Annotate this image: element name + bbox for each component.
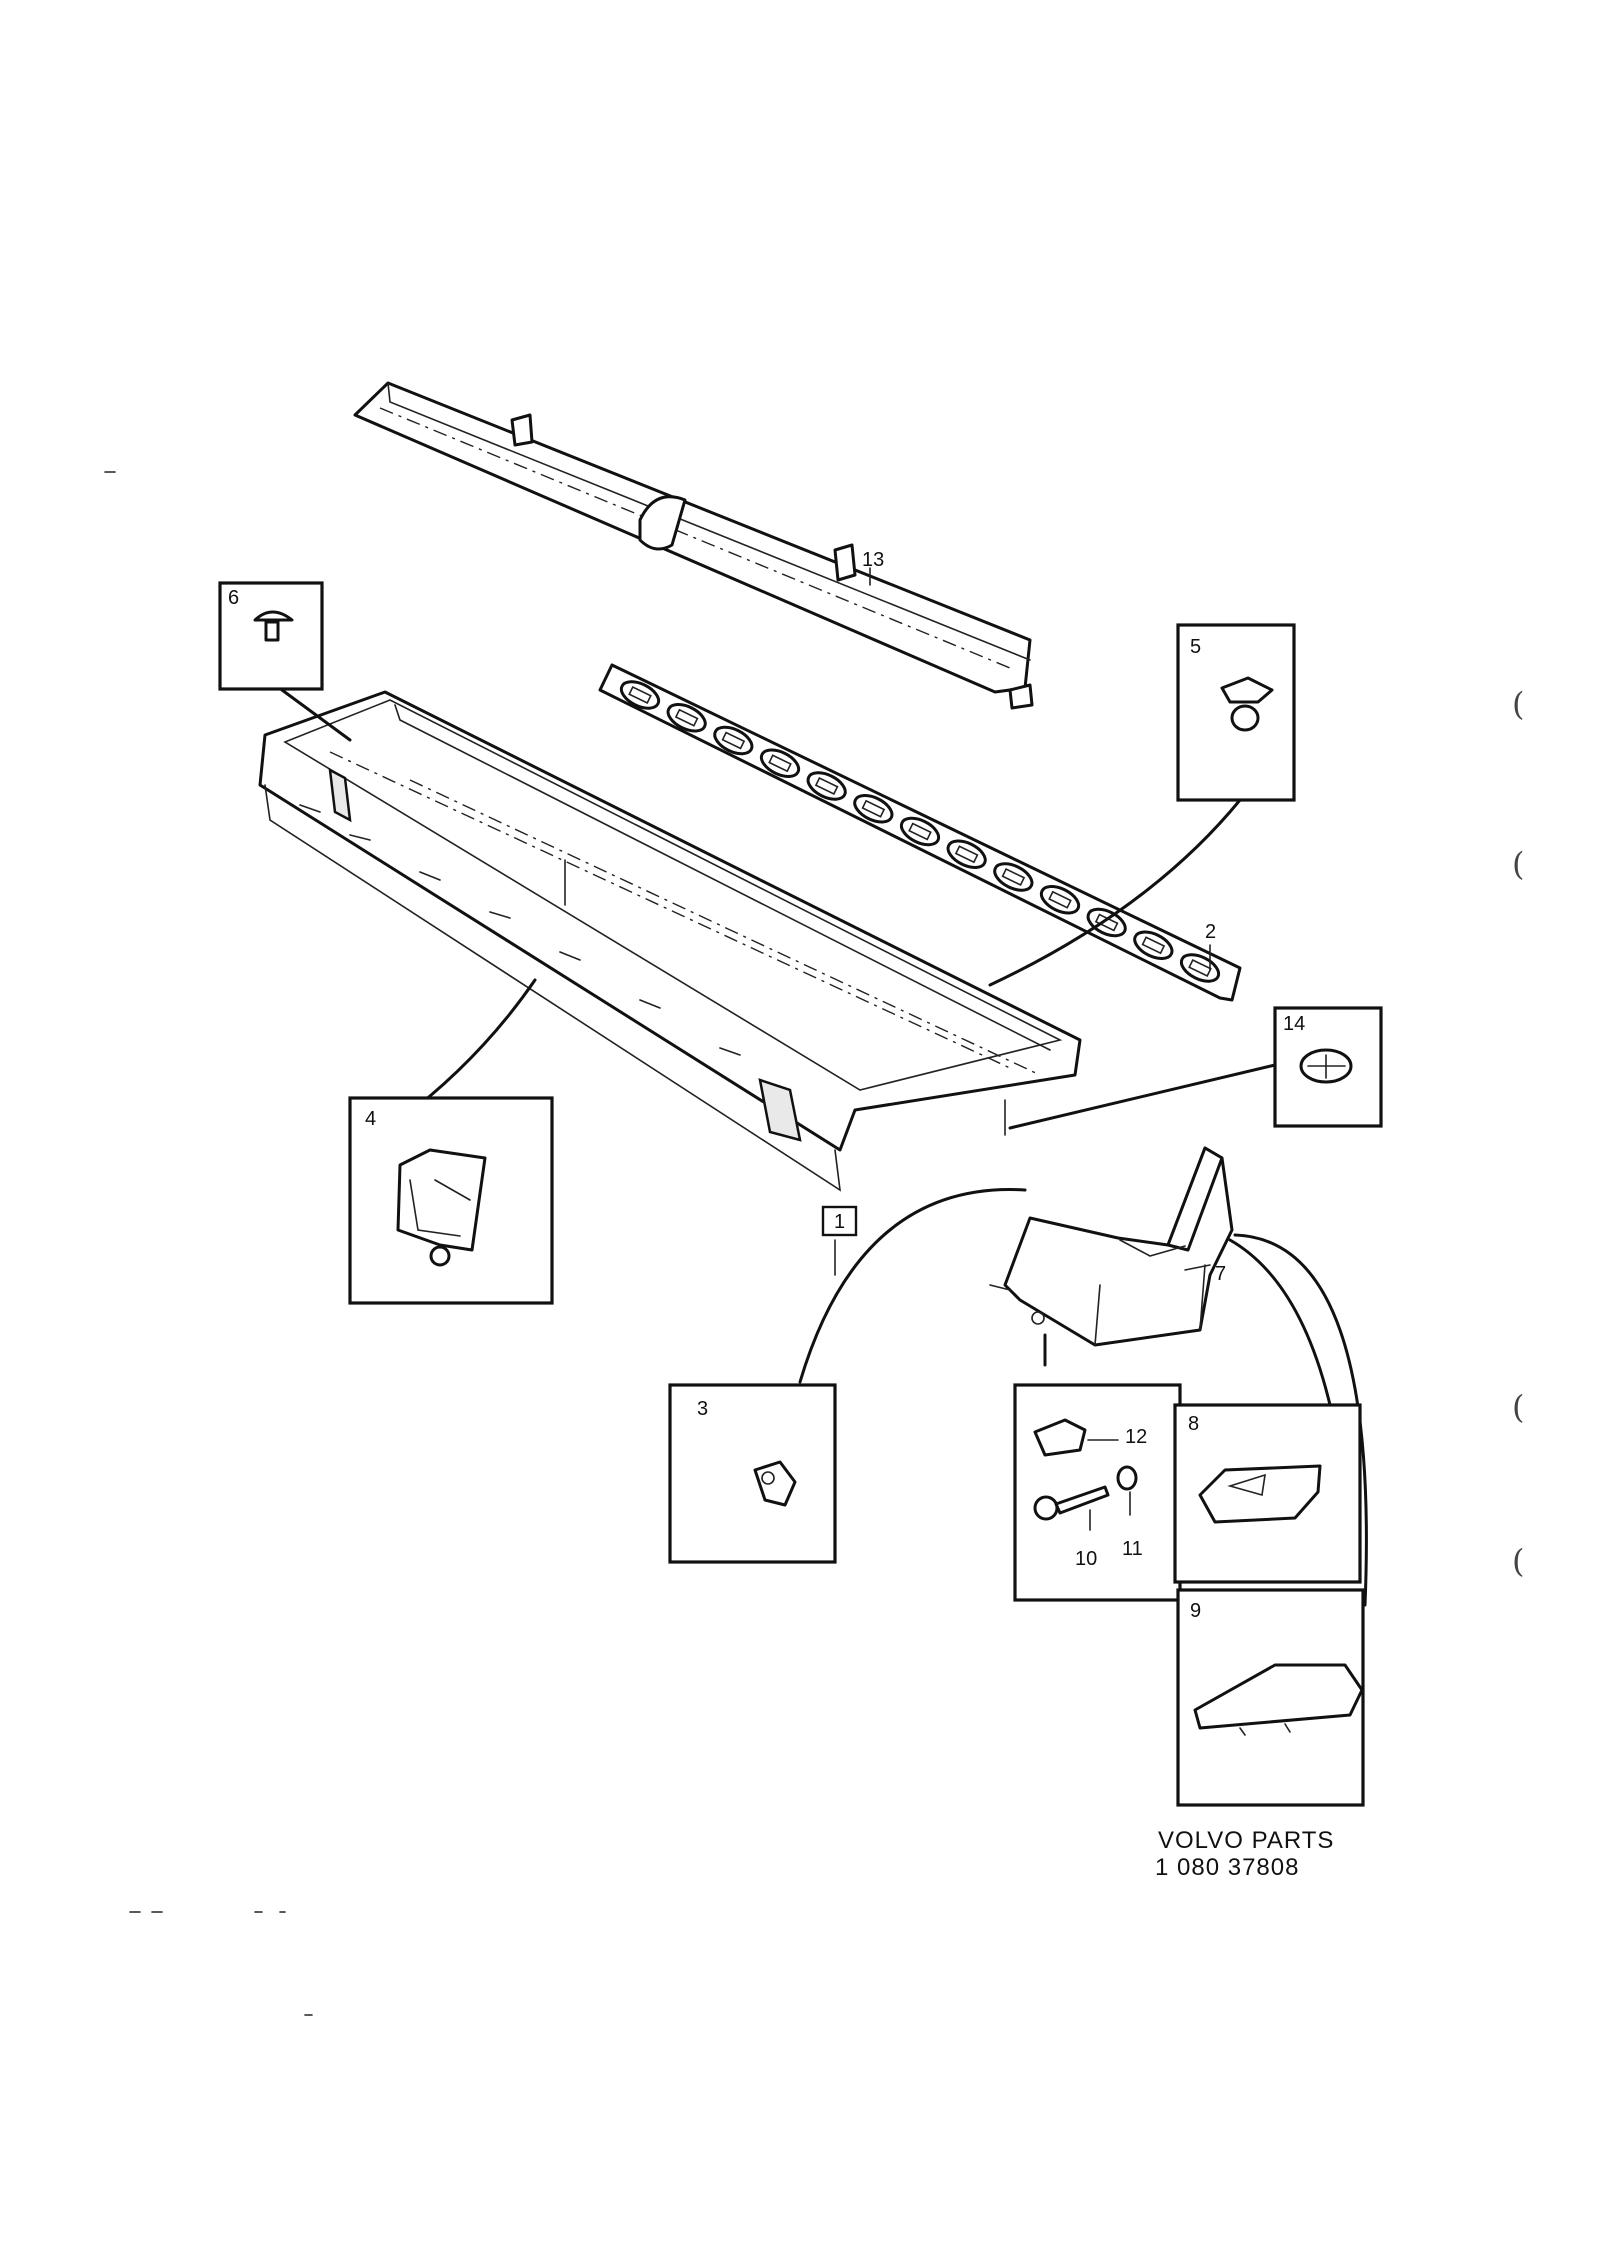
clip-slot: [666, 703, 707, 733]
margin-mark: (: [1512, 845, 1524, 883]
clip-slot: [946, 839, 987, 869]
scan-specks: [104, 471, 313, 2016]
part-2-clip-strip: [598, 663, 1242, 1002]
footer: VOLVO PARTS 1 080 37808: [1155, 1827, 1334, 1881]
clip-slot: [759, 748, 801, 778]
clip-slot: [993, 862, 1034, 892]
clip-slot-hole: [674, 708, 699, 727]
margin-mark: (: [1512, 1388, 1524, 1426]
label-10: 10: [1075, 1548, 1097, 1570]
detail-box-4: [348, 1096, 554, 1305]
footer-brand: VOLVO PARTS: [1158, 1827, 1334, 1854]
clip-slot-hole: [908, 822, 932, 841]
detail-box-14: [1273, 1006, 1383, 1128]
detail-box-3: [668, 1383, 837, 1564]
label-3: 3: [697, 1398, 708, 1420]
clip-slot-hole: [1001, 867, 1026, 887]
clip-slot: [1133, 930, 1174, 960]
detail-box-10-11-12: [1013, 1383, 1182, 1602]
label-11: 11: [1122, 1538, 1143, 1560]
clip-slot: [853, 794, 894, 824]
part-1-sill-panel: [258, 690, 1082, 1192]
clip-slot: [619, 680, 661, 710]
clip-slot-hole: [861, 799, 886, 818]
detail-box-6: [218, 581, 324, 691]
clip-slot-hole: [1141, 936, 1166, 955]
margin-mark: (: [1512, 685, 1524, 723]
callout-labels: 13 6 5 2 14 4 1 7 3 12 8 11 10 9: [228, 549, 1305, 1622]
label-1: 1: [834, 1211, 845, 1233]
clip-slot-hole: [1188, 958, 1212, 978]
label-7: 7: [1215, 1263, 1226, 1285]
label-5: 5: [1190, 636, 1201, 658]
margin-mark: (: [1512, 1542, 1524, 1580]
part-1-label-box: [821, 1205, 858, 1237]
detail-box-8: [1173, 1403, 1362, 1584]
footer-code: 1 080 37808: [1155, 1854, 1299, 1881]
clip-slot-hole: [954, 845, 979, 864]
clip-slot: [806, 771, 847, 801]
clip-slot-hole: [628, 685, 652, 705]
clip-slot-hole: [768, 754, 792, 773]
detail-box-5: [1176, 623, 1296, 802]
label-13: 13: [862, 549, 884, 571]
margin-marks: ( ( ( (: [1512, 685, 1524, 1580]
clip-slot-hole: [721, 731, 746, 750]
clip-slot: [899, 816, 941, 847]
label-14: 14: [1283, 1013, 1305, 1035]
label-4: 4: [365, 1108, 376, 1130]
label-8: 8: [1188, 1413, 1199, 1435]
clip-slot-hole: [1048, 890, 1072, 909]
clip-slot: [713, 725, 754, 756]
detail-box-9: [1176, 1588, 1365, 1807]
clip-slot: [1086, 907, 1127, 938]
label-6: 6: [228, 587, 239, 609]
clip-slot: [1039, 885, 1081, 915]
label-9: 9: [1190, 1600, 1201, 1622]
label-2: 2: [1205, 921, 1216, 943]
part-7-corner-trim: [989, 1146, 1234, 1347]
label-12: 12: [1125, 1426, 1147, 1448]
clip-slot-hole: [814, 776, 839, 796]
part-13-rail: [353, 381, 1034, 710]
